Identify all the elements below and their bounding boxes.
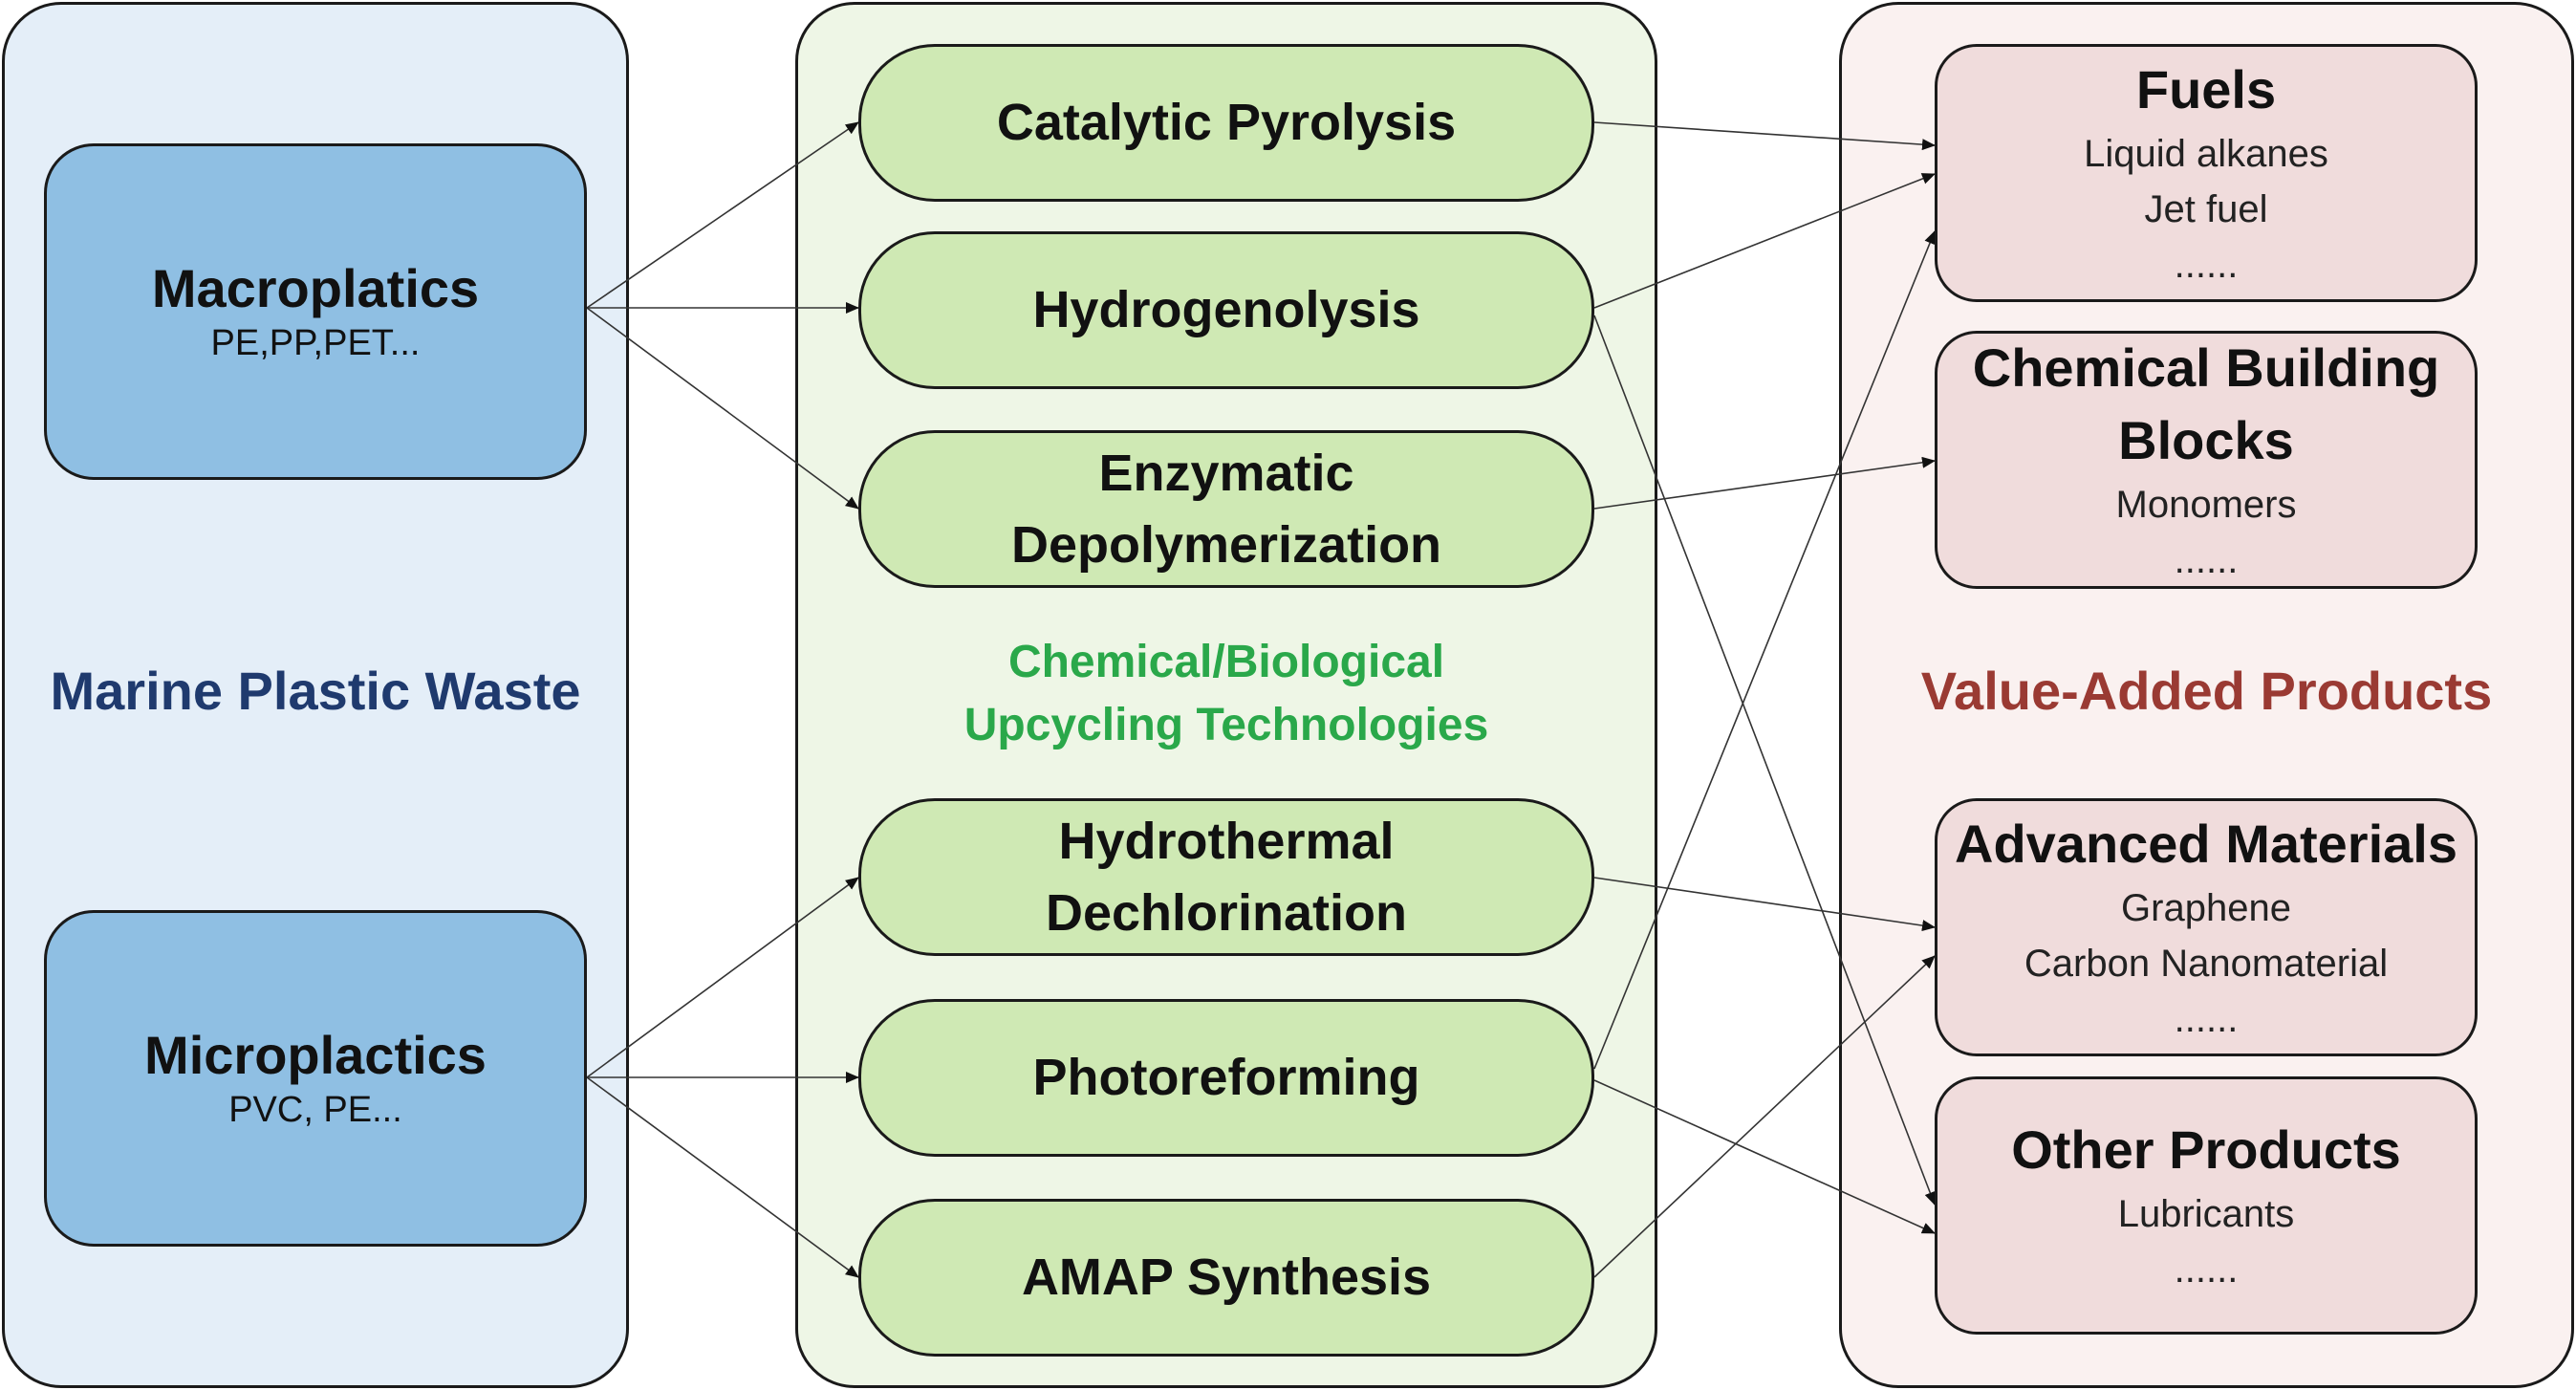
fuels-box: Fuels Liquid alkanes Jet fuel ...... [1935, 44, 2478, 302]
upcycling-technologies-label-line1: Chemical/Biological [1007, 637, 1445, 687]
enzymatic-depolymerization-box: Enzymatic Depolymerization [858, 430, 1594, 588]
arrow-macro-to-catalytic [586, 121, 859, 309]
chemical-building-blocks-title-line2: Blocks [2118, 410, 2294, 470]
amap-synthesis-box: AMAP Synthesis [858, 1199, 1594, 1357]
enzymatic-depolymerization-label-line1: Enzymatic [1098, 444, 1354, 502]
other-products-box: Other Products Lubricants ...... [1935, 1076, 2478, 1335]
other-products-item: ...... [2174, 1248, 2239, 1291]
arrow-photoreforming-to-fuels [1593, 230, 1936, 1070]
chemical-building-blocks-item: Monomers [2115, 483, 2297, 526]
photoreforming-label: Photoreforming [1032, 1049, 1420, 1107]
advanced-materials-item: Carbon Nanomaterial [2024, 942, 2389, 985]
fuels-item: Liquid alkanes [2084, 132, 2328, 175]
arrow-macro-to-enzymatic [586, 307, 859, 510]
fuels-title: Fuels [2135, 59, 2277, 120]
advanced-materials-item: Graphene [2121, 886, 2291, 929]
catalytic-pyrolysis-label: Catalytic Pyrolysis [996, 94, 1457, 152]
hydrogenolysis-box: Hydrogenolysis [858, 231, 1594, 389]
catalytic-pyrolysis-box: Catalytic Pyrolysis [858, 44, 1594, 202]
photoreforming-box: Photoreforming [858, 999, 1594, 1157]
other-products-title: Other Products [2011, 1119, 2401, 1181]
macroplastics-box: Macroplatics PE,PP,PET... [44, 143, 587, 480]
arrow-photoreforming-to-other [1593, 1079, 1936, 1234]
upcycling-technologies-label: Chemical/Biological Upcycling Technologi… [795, 631, 1657, 757]
microplastics-box: Microplactics PVC, PE... [44, 910, 587, 1247]
hydrothermal-dechlorination-label-line2: Dechlorination [1045, 883, 1408, 942]
arrow-hydrogenolysis-to-other [1593, 315, 1936, 1205]
arrow-micro-to-hydrothermal [586, 877, 859, 1078]
advanced-materials-item: ...... [2174, 997, 2239, 1040]
microplastics-subtitle: PVC, PE... [228, 1090, 402, 1131]
hydrothermal-dechlorination-label-line1: Hydrothermal [1058, 812, 1395, 870]
amap-synthesis-label: AMAP Synthesis [1021, 1249, 1432, 1307]
hydrothermal-dechlorination-box: Hydrothermal Dechlorination [858, 798, 1594, 956]
advanced-materials-title: Advanced Materials [1955, 814, 2457, 875]
chemical-building-blocks-item: ...... [2174, 538, 2239, 581]
chemical-building-blocks-box: Chemical Building Blocks Monomers ...... [1935, 331, 2478, 589]
arrow-catalytic-to-fuels [1593, 121, 1936, 151]
macroplastics-title: Macroplatics [151, 257, 480, 318]
fuels-item: Jet fuel [2144, 187, 2268, 230]
arrow-hydrogenolysis-to-fuels [1593, 173, 1936, 309]
arrow-amap-to-advanced [1593, 955, 1936, 1278]
other-products-item: Lubricants [2117, 1192, 2295, 1235]
hydrogenolysis-label: Hydrogenolysis [1032, 281, 1420, 339]
chemical-building-blocks-title-line1: Chemical Building [1972, 337, 2440, 399]
value-added-products-label: Value-Added Products [1920, 661, 2493, 721]
enzymatic-depolymerization-label-line2: Depolymerization [1010, 515, 1442, 574]
advanced-materials-box: Advanced Materials Graphene Carbon Nanom… [1935, 798, 2478, 1056]
marine-plastic-waste-label: Marine Plastic Waste [50, 661, 581, 721]
microplastics-title: Microplactics [144, 1024, 487, 1085]
fuels-item: ...... [2174, 243, 2239, 286]
arrow-hydrothermal-to-advanced [1593, 877, 1936, 932]
upcycling-technologies-label-line2: Upcycling Technologies [963, 700, 1489, 751]
arrow-enzymatic-to-building-blocks [1593, 456, 1936, 510]
arrow-micro-to-amap [586, 1076, 859, 1278]
macroplastics-subtitle: PE,PP,PET... [210, 323, 421, 364]
